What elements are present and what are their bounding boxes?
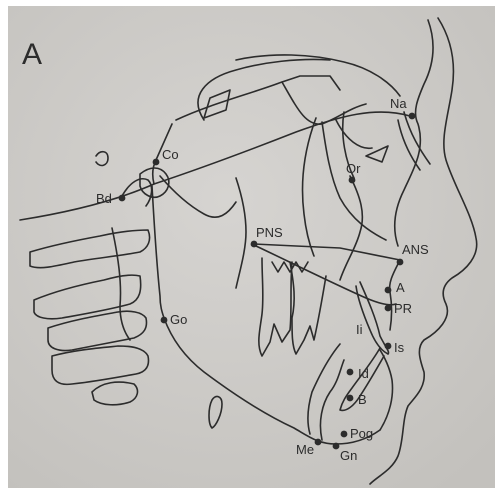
- panel-label: A: [22, 38, 42, 71]
- landmark-dot-co: [153, 159, 160, 166]
- landmark-label-ii: Ii: [356, 322, 363, 337]
- landmark-label-co: Co: [162, 147, 179, 162]
- landmark-dot-go: [161, 317, 168, 324]
- landmark-label-go: Go: [170, 312, 187, 327]
- landmark-label-id: Id: [358, 366, 369, 381]
- landmark-dot-pns: [251, 241, 258, 248]
- landmark-dot-b: [347, 395, 354, 402]
- landmark-label-gn: Gn: [340, 448, 357, 463]
- landmark-label-na: Na: [390, 96, 407, 111]
- landmark-label-pog: Pog: [350, 426, 373, 441]
- landmark-dot-me: [315, 439, 322, 446]
- landmark-label-b: B: [358, 392, 367, 407]
- landmark-dot-ba: [119, 195, 126, 202]
- landmark-label-is: Is: [394, 340, 405, 355]
- landmark-label-a: A: [396, 280, 405, 295]
- landmark-dot-pr: [385, 305, 392, 312]
- landmark-label-me: Me: [296, 442, 314, 457]
- landmark-dot-na: [409, 113, 416, 120]
- landmark-label-ba: Bd: [96, 191, 112, 206]
- landmark-label-or: Or: [346, 161, 361, 176]
- landmark-dot-ans: [397, 259, 404, 266]
- landmark-label-ans: ANS: [402, 242, 429, 257]
- landmark-dot-or: [349, 177, 356, 184]
- landmark-label-pr: PR: [394, 301, 412, 316]
- landmark-dot-is: [385, 343, 392, 350]
- landmark-dot-gn: [333, 443, 340, 450]
- landmark-dot-a: [385, 287, 392, 294]
- landmark-label-pns: PNS: [256, 225, 283, 240]
- landmark-dot-id: [347, 369, 354, 376]
- landmark-dot-pog: [341, 431, 348, 438]
